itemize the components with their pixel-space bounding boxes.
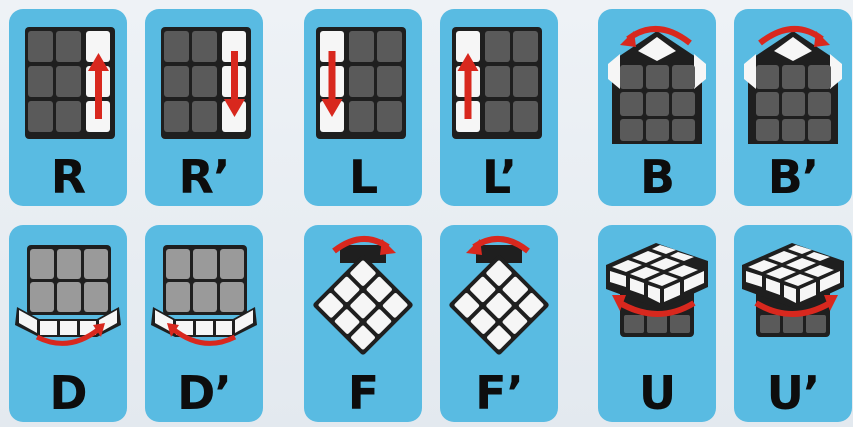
- move-label-u: U: [598, 370, 716, 416]
- move-label-b-prime: B’: [734, 154, 852, 200]
- d-cube-icon: [9, 225, 127, 375]
- d-prime-cube-icon: [145, 225, 263, 375]
- r-cube-icon: [9, 9, 127, 159]
- move-card-u: U: [598, 225, 716, 422]
- move-label-f-prime: F’: [440, 370, 558, 416]
- move-card-u-prime: U’: [734, 225, 852, 422]
- move-card-r: R: [9, 9, 127, 206]
- move-card-d-prime: D’: [145, 225, 263, 422]
- move-label-r: R: [9, 154, 127, 200]
- move-card-r-prime: R’: [145, 9, 263, 206]
- l-cube-icon: [304, 9, 422, 159]
- move-label-f: F: [304, 370, 422, 416]
- u-cube-icon: [598, 225, 716, 375]
- f-cube-icon: [304, 225, 422, 375]
- move-label-d: D: [9, 370, 127, 416]
- move-label-l-prime: L’: [440, 154, 558, 200]
- move-card-d: D: [9, 225, 127, 422]
- move-card-b-prime: B’: [734, 9, 852, 206]
- move-card-b: B: [598, 9, 716, 206]
- move-label-d-prime: D’: [145, 370, 263, 416]
- l-prime-cube-icon: [440, 9, 558, 159]
- move-label-b: B: [598, 154, 716, 200]
- r-prime-cube-icon: [145, 9, 263, 159]
- move-label-u-prime: U’: [734, 370, 852, 416]
- move-label-l: L: [304, 154, 422, 200]
- move-card-l-prime: L’: [440, 9, 558, 206]
- move-card-f: F: [304, 225, 422, 422]
- f-prime-cube-icon: [440, 225, 558, 375]
- move-card-l: L: [304, 9, 422, 206]
- move-card-f-prime: F’: [440, 225, 558, 422]
- move-label-r-prime: R’: [145, 154, 263, 200]
- b-prime-cube-icon: [734, 9, 852, 159]
- u-prime-cube-icon: [734, 225, 852, 375]
- b-cube-icon: [598, 9, 716, 159]
